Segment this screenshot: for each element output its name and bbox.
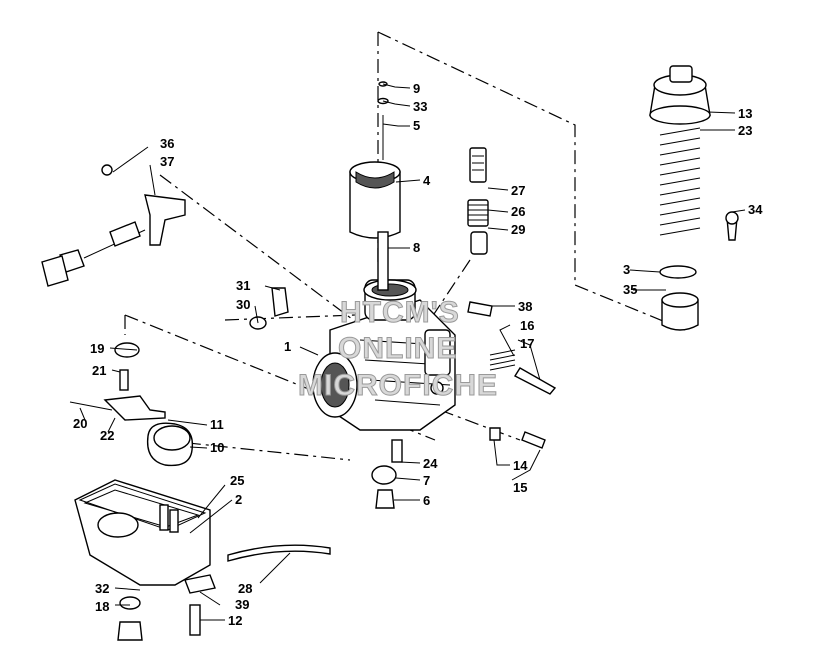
leader-lines [79,83,746,621]
callout-22: 22 [100,428,114,443]
callout-32: 32 [95,581,109,596]
callout-13: 13 [738,106,752,121]
callout-37: 37 [160,154,174,169]
callout-3: 3 [623,262,630,277]
callout-26: 26 [511,204,525,219]
callout-10: 10 [210,440,224,455]
cable-bracket [41,164,186,287]
callout-12: 12 [228,613,242,628]
callout-15: 15 [513,480,527,495]
watermark-line-1: HTCM'S [340,296,460,329]
callout-28: 28 [238,581,252,596]
callout-9: 9 [413,81,420,96]
callout-6: 6 [423,493,430,508]
lower-parts [117,439,403,641]
carburetor-body [312,279,456,431]
callout-38: 38 [518,299,532,314]
callout-25: 25 [230,473,244,488]
throttle-slide [349,81,401,291]
callout-36: 36 [160,136,174,151]
callout-21: 21 [92,363,106,378]
callout-8: 8 [413,240,420,255]
callout-23: 23 [738,123,752,138]
callout-19: 19 [90,341,104,356]
callout-31: 31 [236,278,250,293]
watermark-line-3: MICROFICHE [298,369,498,402]
callout-34: 34 [748,202,763,217]
callout-4: 4 [423,173,431,188]
callout-17: 17 [520,336,534,351]
callout-33: 33 [413,99,427,114]
watermark-line-2: ONLINE [338,332,457,365]
top-cap-assembly [649,65,739,331]
callout-24: 24 [423,456,438,471]
callout-labels: 1 2 3 4 5 6 7 8 9 10 11 12 13 14 15 16 1… [73,81,763,628]
callout-35: 35 [623,282,637,297]
callout-1: 1 [284,339,291,354]
callout-39: 39 [235,597,249,612]
small-parts [249,287,557,449]
callout-11: 11 [210,417,224,432]
callout-29: 29 [511,222,525,237]
callout-2: 2 [235,492,242,507]
float-parts [69,342,194,467]
callout-30: 30 [236,297,250,312]
callout-20: 20 [73,416,87,431]
callout-5: 5 [413,118,420,133]
watermark: HTCM'S ONLINE MICROFICHE [298,296,498,403]
callout-16: 16 [520,318,534,333]
jet-assembly [467,147,489,255]
callout-7: 7 [423,473,430,488]
callout-18: 18 [95,599,109,614]
callout-14: 14 [513,458,528,473]
float-bowl [74,479,211,586]
callout-27: 27 [511,183,525,198]
